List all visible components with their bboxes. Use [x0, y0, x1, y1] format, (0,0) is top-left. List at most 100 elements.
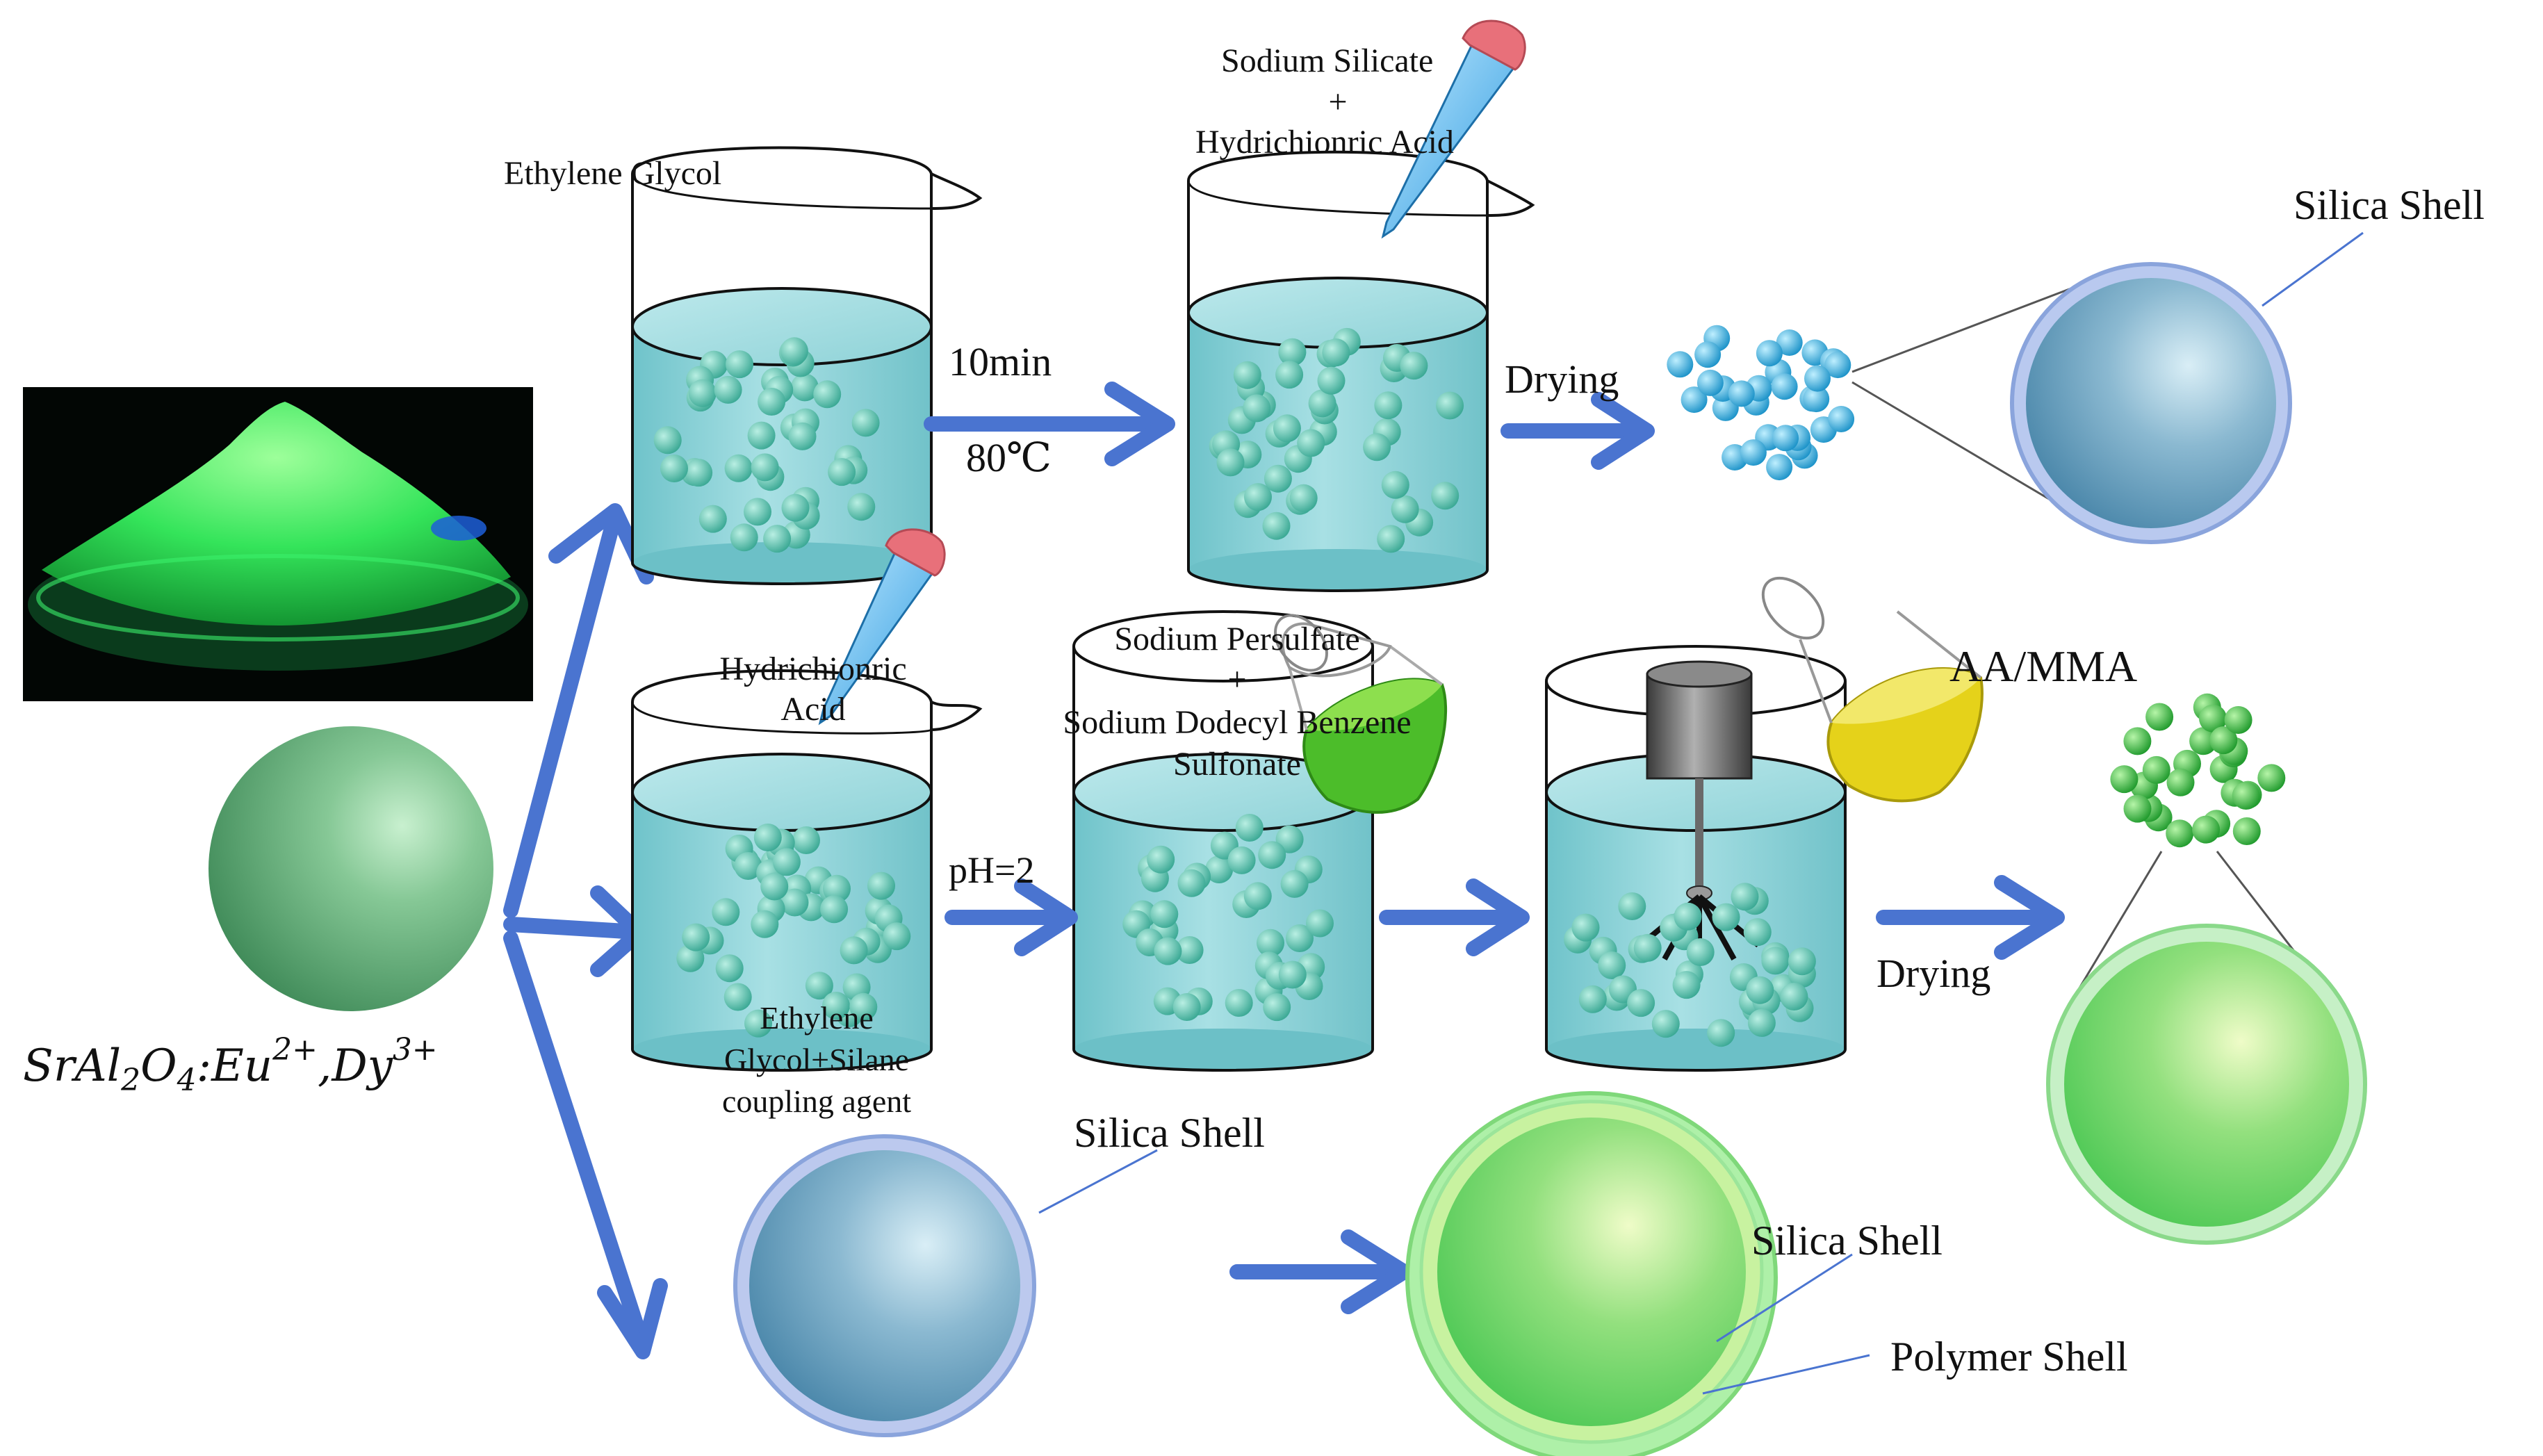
particle — [805, 972, 833, 1000]
particle — [1771, 373, 1798, 400]
label-sodium-persulfate: Sodium Persulfate — [1114, 621, 1359, 657]
particle — [744, 1009, 772, 1038]
label-silica-shell-2: Silica Shell — [1074, 1110, 1265, 1156]
particle — [1243, 394, 1271, 423]
particle — [788, 422, 817, 450]
particles-beaker-1 — [653, 337, 880, 553]
particle — [726, 350, 753, 379]
particle — [851, 409, 880, 437]
particle — [2224, 706, 2252, 734]
label-hcl-line2: Acid — [780, 691, 845, 728]
labels: Ethylene Glycol Sodium Silicate + Hydric… — [504, 42, 2485, 1380]
particle — [1696, 369, 1724, 396]
particle — [2142, 755, 2170, 784]
particle — [1788, 947, 1816, 976]
particle — [1306, 909, 1334, 938]
label-hydrichlonric-acid-1: Hydrichionric Acid — [1195, 124, 1454, 161]
particle — [883, 922, 911, 951]
particles-beaker-2 — [1209, 327, 1464, 553]
particle — [1743, 918, 1772, 947]
particle — [1667, 351, 1694, 378]
particle — [780, 888, 809, 917]
particle — [1686, 938, 1715, 966]
label-temperature: 80℃ — [966, 435, 1052, 480]
particle — [2166, 819, 2194, 848]
particle — [1571, 913, 1600, 942]
particle — [1828, 406, 1855, 432]
particle — [813, 380, 842, 409]
particle — [723, 983, 752, 1011]
particles-beaker-3 — [676, 824, 911, 1038]
particle — [1175, 936, 1204, 964]
label-aa-mma: AA/MMA — [1949, 641, 2137, 691]
particle — [1150, 900, 1179, 929]
particle — [1672, 971, 1701, 999]
particle — [1286, 924, 1314, 952]
stirrer-icon — [1638, 660, 1760, 960]
particle — [1651, 1010, 1680, 1038]
particle — [1824, 352, 1851, 379]
label-polymer-shell: Polymer Shell — [1890, 1334, 2128, 1380]
label-silica-shell-3: Silica Shell — [1751, 1218, 1943, 1263]
particle — [1225, 989, 1253, 1017]
particle — [1308, 389, 1336, 418]
srao-sphere — [208, 726, 493, 1011]
particle — [1278, 338, 1307, 366]
label-time: 10min — [949, 339, 1052, 384]
beaker-sodium-silicate — [1187, 150, 1535, 592]
yellow-flask-icon — [1761, 576, 1984, 803]
particle — [1804, 365, 1831, 392]
particle — [698, 505, 727, 533]
particle — [2166, 768, 2195, 796]
particle — [734, 852, 762, 880]
particle — [867, 872, 895, 900]
label-silica-shell-1: Silica Shell — [2293, 182, 2485, 228]
process-arrows — [924, 382, 2065, 1314]
particle — [712, 898, 740, 926]
particle — [1681, 386, 1708, 414]
particle — [1780, 983, 1808, 1011]
particle — [1776, 329, 1803, 356]
label-eg-silane-line3: coupling agent — [722, 1083, 911, 1119]
particle — [1243, 882, 1272, 910]
particle — [1216, 448, 1245, 477]
silica-shell-sphere — [733, 1134, 1158, 1437]
particle — [1275, 361, 1304, 389]
particle — [2192, 815, 2221, 844]
particle — [714, 375, 742, 404]
particle — [2257, 764, 2286, 792]
particle — [1322, 338, 1350, 367]
particle — [792, 826, 820, 854]
particle — [1578, 985, 1607, 1013]
label-eg-silane-line1: Ethylene — [760, 1000, 874, 1036]
particle — [1257, 929, 1284, 957]
particle — [653, 426, 682, 455]
particle — [1731, 883, 1759, 911]
label-plus-2: + — [1227, 661, 1246, 698]
particles-silica-coated — [1667, 325, 1855, 481]
formula-label: SrAl2O4:Eu2+,Dy3+ — [23, 1032, 438, 1098]
particle — [1803, 386, 1830, 413]
particle — [2209, 726, 2238, 755]
particle — [1772, 425, 1799, 452]
particle — [1391, 495, 1419, 523]
particle — [1728, 380, 1755, 407]
label-ethylene-glycol: Ethylene Glycol — [504, 155, 721, 192]
label-hcl-line1: Hydrichionric — [719, 651, 906, 687]
particle — [2232, 817, 2261, 845]
particle — [1297, 429, 1325, 457]
particle — [1154, 937, 1182, 965]
polymer-silica-sphere — [1405, 1091, 1870, 1456]
dropper-icon — [1381, 19, 1526, 239]
particle — [822, 992, 850, 1020]
silica-shell-zoom — [1851, 231, 2364, 544]
particle — [823, 874, 851, 903]
particle — [1172, 993, 1201, 1021]
particle — [1627, 989, 1655, 1017]
particle — [682, 923, 710, 951]
particle — [790, 373, 819, 402]
particle — [1258, 841, 1286, 869]
particle — [1400, 352, 1428, 380]
particle — [820, 895, 849, 924]
